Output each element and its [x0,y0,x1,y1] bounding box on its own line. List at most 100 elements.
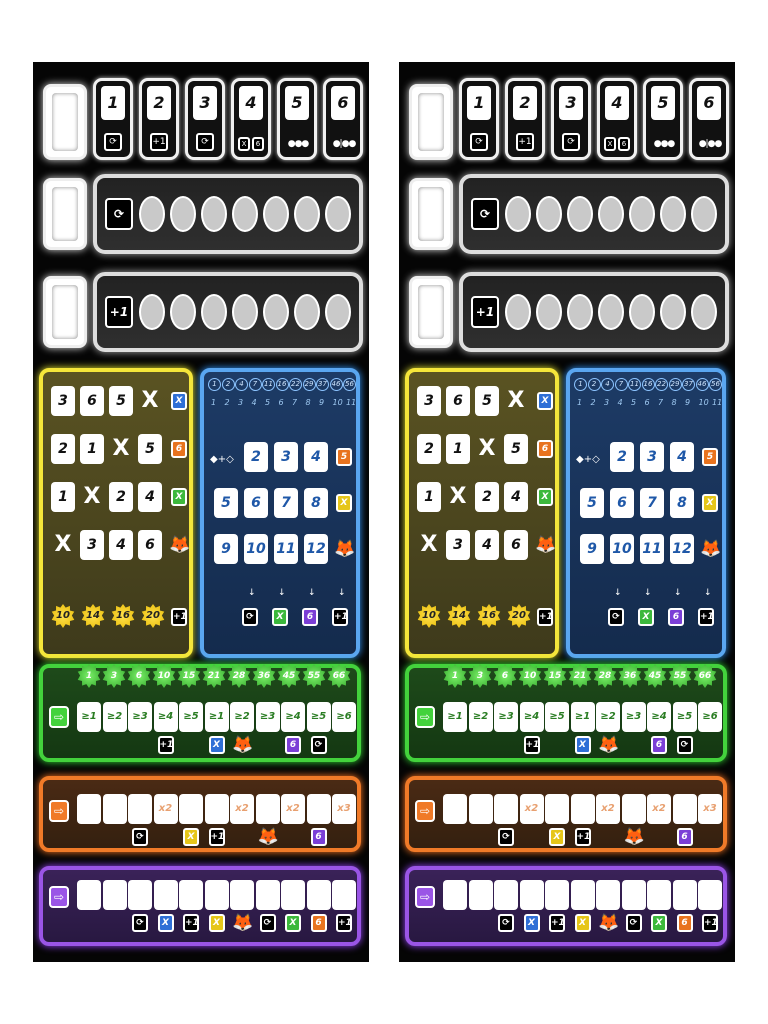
orange-cell[interactable] [570,794,595,824]
orange-cell[interactable]: x2 [153,794,178,824]
yellow-cell[interactable]: 2 [475,482,499,512]
orange-cell[interactable] [255,794,280,824]
yellow-cell[interactable]: 3 [51,386,75,416]
green-cell[interactable]: ≥5 [672,702,697,732]
purple-cell[interactable] [468,880,493,910]
green-cell[interactable]: ≥2 [596,702,620,732]
yellow-cell[interactable]: 5 [138,434,162,464]
bonus-circle[interactable] [660,196,686,232]
bonus-circle[interactable] [201,196,227,232]
yellow-cell[interactable]: 5 [109,386,133,416]
orange-cell[interactable] [494,794,518,824]
yellow-cell[interactable]: 5 [475,386,499,416]
bonus-circle[interactable] [139,196,165,232]
blue-cell[interactable]: 8 [304,488,328,518]
blue-cell[interactable]: 6 [610,488,634,518]
score-box[interactable] [43,84,87,160]
orange-cell[interactable]: x2 [596,794,620,824]
bonus-circle[interactable] [263,294,289,330]
yellow-cell[interactable]: 2 [51,434,75,464]
green-cell[interactable]: ≥2 [468,702,493,732]
orange-cell[interactable] [621,794,646,824]
purple-cell[interactable] [179,880,203,910]
yellow-cell[interactable]: 5 [504,434,528,464]
green-cell[interactable]: ≥4 [647,702,671,732]
green-cell[interactable]: ≥5 [306,702,331,732]
purple-cell[interactable] [230,880,254,910]
blue-cell[interactable]: 7 [640,488,664,518]
orange-cell[interactable] [128,794,152,824]
orange-cell[interactable]: x2 [519,794,544,824]
bonus-circle[interactable] [567,196,593,232]
bar-score-box[interactable] [43,178,87,250]
purple-cell[interactable] [647,880,671,910]
bonus-circle[interactable] [232,294,258,330]
bonus-circle[interactable] [536,196,562,232]
blue-cell[interactable]: 3 [640,442,664,472]
score-box[interactable] [409,84,453,160]
orange-cell[interactable]: x3 [698,794,722,824]
yellow-cell[interactable]: 3 [417,386,441,416]
blue-cell[interactable]: 2 [610,442,634,472]
yellow-cell[interactable]: 6 [504,530,528,560]
green-cell[interactable]: ≥3 [621,702,646,732]
green-cell[interactable]: ≥4 [281,702,305,732]
purple-cell[interactable] [77,880,101,910]
purple-cell[interactable] [332,880,356,910]
blue-cell[interactable]: 5 [214,488,238,518]
bonus-circle[interactable] [598,196,624,232]
die-number[interactable]: 5 [285,86,309,120]
yellow-cell[interactable]: 6 [80,386,104,416]
blue-cell[interactable]: 10 [244,534,268,564]
green-cell[interactable]: ≥3 [128,702,152,732]
blue-cell[interactable]: 12 [670,534,694,564]
blue-cell[interactable]: 9 [214,534,238,564]
die-number[interactable]: 3 [559,86,583,120]
yellow-cell[interactable]: 3 [80,530,104,560]
blue-cell[interactable]: 4 [304,442,328,472]
blue-cell[interactable]: 2 [244,442,268,472]
yellow-cell[interactable]: 2 [417,434,441,464]
blue-cell[interactable]: 10 [610,534,634,564]
bonus-circle[interactable] [201,294,227,330]
purple-cell[interactable] [621,880,646,910]
purple-cell[interactable] [545,880,569,910]
yellow-cell[interactable]: 1 [51,482,75,512]
bar-score-box[interactable] [409,178,453,250]
bonus-circle[interactable] [170,294,196,330]
green-cell[interactable]: ≥1 [77,702,101,732]
die-number[interactable]: 2 [513,86,537,120]
die-number[interactable]: 2 [147,86,171,120]
bonus-circle[interactable] [325,294,351,330]
purple-cell[interactable] [153,880,178,910]
green-cell[interactable]: ≥2 [102,702,127,732]
yellow-cell[interactable]: 1 [80,434,104,464]
bonus-circle[interactable] [170,196,196,232]
bar-score-box[interactable] [409,276,453,348]
green-cell[interactable]: ≥4 [153,702,178,732]
blue-cell[interactable]: 12 [304,534,328,564]
blue-cell[interactable]: 8 [670,488,694,518]
blue-cell[interactable]: 4 [670,442,694,472]
blue-cell[interactable]: 11 [640,534,664,564]
orange-cell[interactable]: x2 [647,794,671,824]
purple-cell[interactable] [102,880,127,910]
orange-cell[interactable] [468,794,493,824]
bonus-circle[interactable] [294,196,320,232]
bonus-circle[interactable] [505,196,531,232]
bar-score-box[interactable] [43,276,87,348]
blue-cell[interactable]: 7 [274,488,298,518]
green-cell[interactable]: ≥4 [519,702,544,732]
yellow-cell[interactable]: 4 [138,482,162,512]
bonus-circle[interactable] [629,196,655,232]
bonus-circle[interactable] [505,294,531,330]
die-number[interactable]: 5 [651,86,675,120]
orange-cell[interactable] [443,794,467,824]
yellow-cell[interactable]: 4 [475,530,499,560]
yellow-cell[interactable]: 4 [504,482,528,512]
green-cell[interactable]: ≥6 [332,702,356,732]
green-cell[interactable]: ≥5 [179,702,203,732]
blue-cell[interactable]: 11 [274,534,298,564]
orange-cell[interactable]: x2 [281,794,305,824]
die-number[interactable]: 6 [697,86,721,120]
